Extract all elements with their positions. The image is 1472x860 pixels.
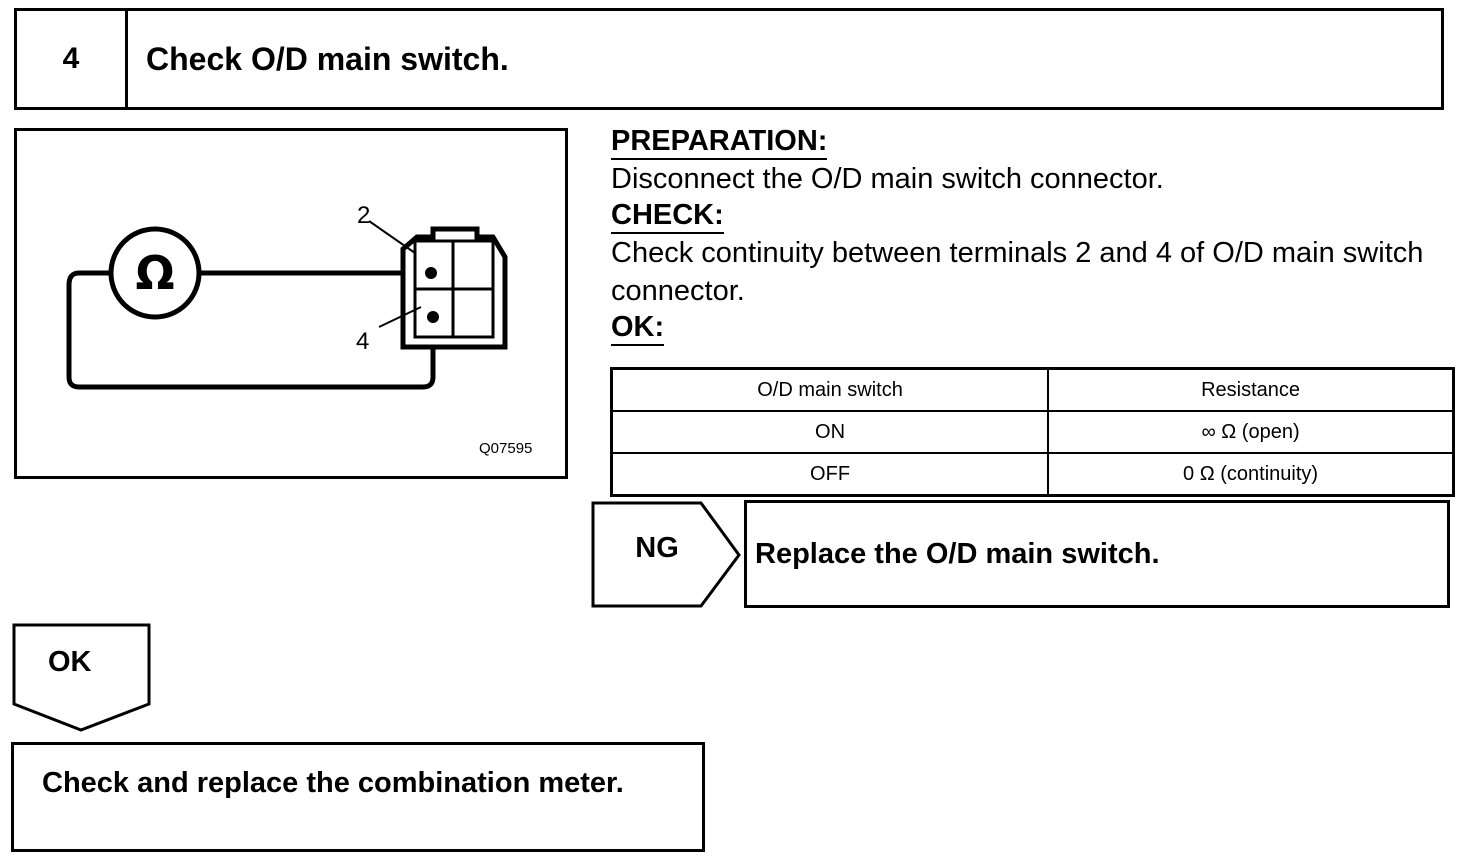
ok-action-box: Check and replace the combination meter. [11, 742, 705, 852]
test-lead-wire [66, 270, 436, 390]
figure-code: Q07595 [479, 440, 532, 457]
wiring-illustration: Ω 2 4 Q07595 [66, 202, 532, 457]
switch-state-cell: OFF [610, 452, 1050, 497]
ok-label: OK: [611, 310, 665, 346]
preparation-label: PREPARATION: [611, 124, 828, 160]
ng-action-box: Replace the O/D main switch. [744, 500, 1450, 608]
table-row: ON ∞ Ω (open) [610, 410, 1455, 454]
procedure-text: PREPARATION: Disconnect the O/D main swi… [611, 124, 1461, 346]
preparation-text: Disconnect the O/D main switch connector… [611, 163, 1164, 195]
check-text: Check continuity between terminals 2 and… [611, 237, 1424, 307]
ng-label: NG [635, 532, 679, 564]
step-header: 4 Check O/D main switch. [14, 8, 1444, 110]
terminal-4-label: 4 [356, 328, 369, 355]
table-row: OFF 0 Ω (continuity) [610, 452, 1455, 497]
resistance-cell: 0 Ω (continuity) [1047, 452, 1455, 497]
column-header: O/D main switch [610, 367, 1050, 412]
step-number: 4 [17, 11, 128, 107]
resistance-cell: ∞ Ω (open) [1047, 410, 1455, 454]
table-header-row: O/D main switch Resistance [610, 367, 1455, 412]
ohm-symbol: Ω [135, 246, 174, 300]
connector-icon [400, 226, 508, 350]
ng-arrow-tag [591, 501, 741, 608]
ohmmeter-diagram: Ω 2 4 Q07595 [14, 128, 568, 479]
ok-label-tag: OK [48, 646, 92, 678]
switch-state-cell: ON [610, 410, 1050, 454]
ok-arrow-tag [12, 623, 151, 732]
column-header: Resistance [1047, 367, 1455, 412]
step-title: Check O/D main switch. [146, 40, 509, 77]
terminal-2-label: 2 [357, 202, 370, 229]
check-label: CHECK: [611, 198, 724, 234]
ohmmeter-icon [108, 226, 202, 320]
resistance-spec-table: O/D main switch Resistance ON ∞ Ω (open)… [610, 367, 1455, 497]
